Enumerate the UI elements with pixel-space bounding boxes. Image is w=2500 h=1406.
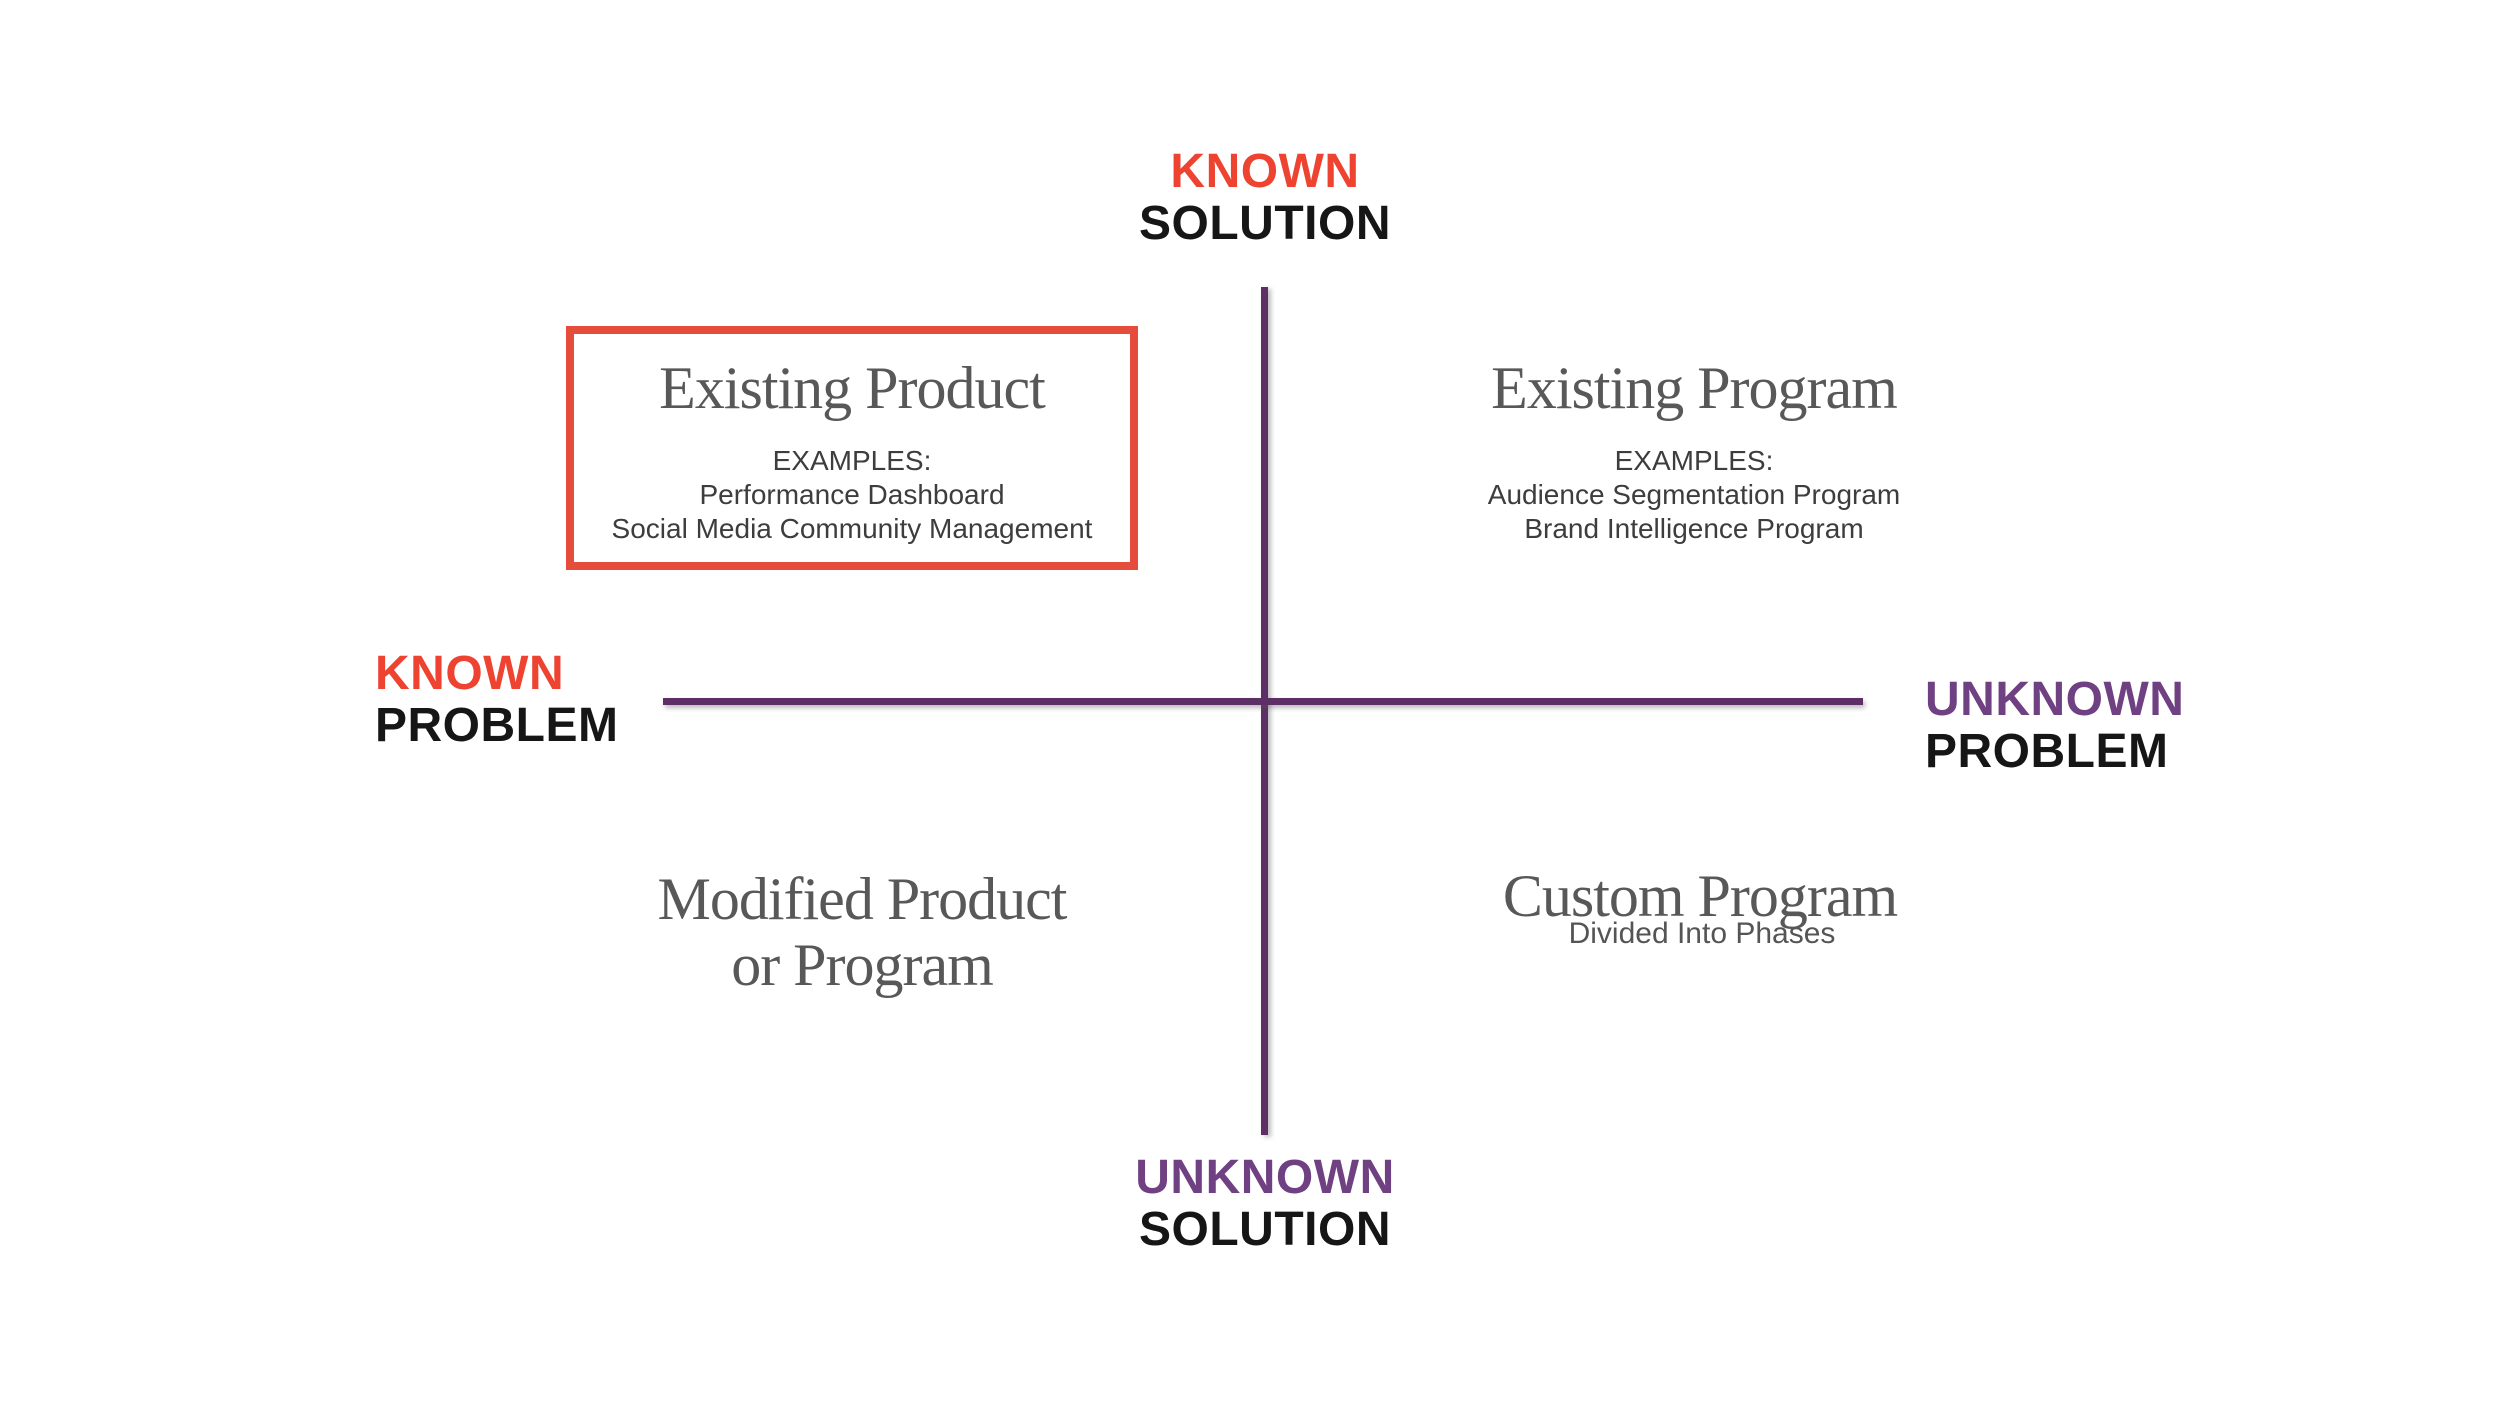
axis-left-word2: PROBLEM: [375, 699, 619, 752]
example-item: Audience Segmentation Program: [1487, 479, 1901, 510]
axis-label-unknown-solution: UNKNOWN SOLUTION: [1135, 1152, 1394, 1256]
existing-program-examples: EXAMPLES: Audience Segmentation Program …: [1488, 444, 1900, 546]
axis-left-word1: KNOWN: [375, 647, 565, 700]
custom-program-subtitle: Divided Into Phases: [1568, 917, 1836, 950]
axis-top-word1: KNOWN: [1170, 145, 1360, 198]
quadrant-title-line2: or Program: [731, 932, 994, 998]
axis-top-word2: SOLUTION: [1139, 197, 1391, 250]
quadrant-title-existing-program: Existing Program: [1491, 355, 1898, 421]
quadrant-title-existing-product: Existing Product: [659, 355, 1046, 421]
horizontal-axis-line: [663, 698, 1863, 705]
axis-label-unknown-problem: UNKNOWN PROBLEM: [1925, 674, 2184, 778]
quadrant-title-modified-product: Modified Product or Program: [512, 866, 1212, 998]
axis-label-known-problem: KNOWN PROBLEM: [375, 648, 619, 752]
example-item: Social Media Community Management: [611, 513, 1093, 544]
existing-product-examples: EXAMPLES: Performance Dashboard Social M…: [612, 444, 1093, 546]
axis-bottom-word1: UNKNOWN: [1135, 1151, 1395, 1204]
highlight-box-existing-product: [566, 326, 1138, 570]
axis-right-word1: UNKNOWN: [1925, 673, 2185, 726]
quadrant-title-line1: Modified Product: [657, 866, 1068, 932]
examples-label: EXAMPLES:: [772, 445, 932, 476]
example-item: Brand Intelligence Program: [1524, 513, 1864, 544]
example-item: Performance Dashboard: [699, 479, 1005, 510]
axis-right-word2: PROBLEM: [1925, 725, 2169, 778]
axis-bottom-word2: SOLUTION: [1139, 1203, 1391, 1256]
quadrant-title-custom-program: Custom Program: [1502, 863, 1898, 929]
axis-label-known-solution: KNOWN SOLUTION: [1139, 146, 1391, 250]
examples-label: EXAMPLES:: [1614, 445, 1774, 476]
vertical-axis-line: [1261, 287, 1268, 1135]
